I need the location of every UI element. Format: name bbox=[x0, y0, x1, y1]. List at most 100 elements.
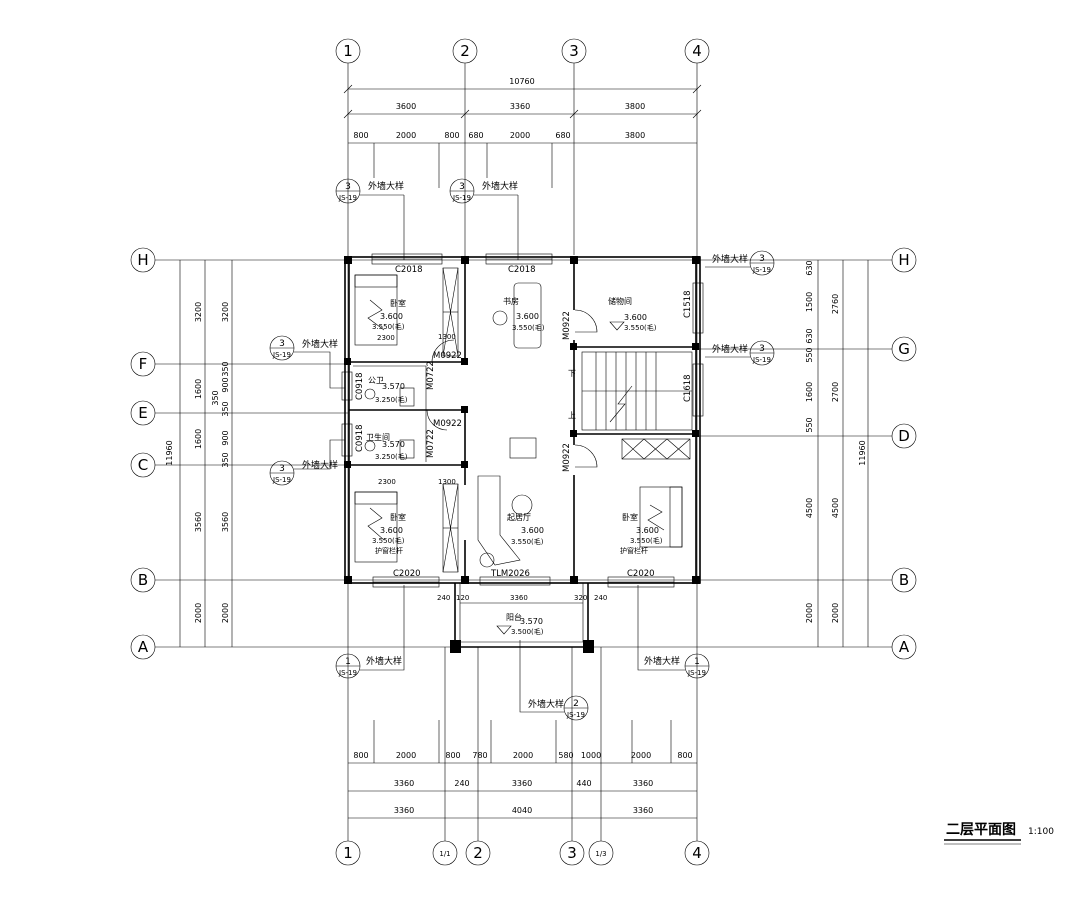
axis-left-B: B bbox=[138, 571, 148, 589]
ref-label: 外墙大样 bbox=[482, 180, 518, 192]
code-c2018-left: C2018 bbox=[395, 265, 423, 275]
room-labels: 卧室 3.600 3.550(毛) 2300 1300 书房 3.600 3.5… bbox=[366, 296, 663, 636]
top-dimensions: 10760 3600 3360 3800 800 2000 800 680 20… bbox=[343, 77, 702, 188]
detail-reference-7: 1 JS-19 外墙大样 bbox=[335, 585, 405, 679]
dim-bedroom-sw-2300: 2300 bbox=[378, 478, 396, 486]
dim-right-i1: 630 bbox=[805, 260, 814, 275]
dim-bot-r3-2: 4040 bbox=[512, 806, 532, 815]
dim-bot-r3-1: 3360 bbox=[394, 806, 414, 815]
dim-right-i5: 1600 bbox=[805, 382, 814, 402]
dim-bot-r1-6: 580 bbox=[558, 751, 573, 760]
axis-right-A: A bbox=[899, 638, 910, 656]
dim-top-r3-2: 2000 bbox=[396, 131, 416, 140]
level-bedroom-nw: 3.600 bbox=[380, 312, 403, 321]
axis-bubbles-left: H F E C B A bbox=[130, 247, 156, 660]
level-storage: 3.600 bbox=[624, 313, 647, 322]
dim-1300-upper: 1300 bbox=[438, 333, 456, 341]
dim-bot-r1-9: 800 bbox=[677, 751, 692, 760]
code-m0722-lower: M0722 bbox=[426, 429, 436, 458]
dim-bedroom-nw-2300: 2300 bbox=[377, 334, 395, 342]
dim-left-i6: 900 bbox=[221, 430, 230, 445]
dim-balcony-240-right: 240 bbox=[594, 594, 607, 602]
code-c2018-right: C2018 bbox=[508, 265, 536, 275]
level-bedroom-sw: 3.600 bbox=[380, 526, 403, 535]
ref-label: 外墙大样 bbox=[712, 253, 748, 265]
axis-left-A: A bbox=[138, 638, 149, 656]
level2-toilet1: 3.250(毛) bbox=[375, 395, 408, 404]
ref-num: 3 bbox=[459, 182, 465, 192]
ref-num: 3 bbox=[345, 182, 351, 192]
axis-top-3: 3 bbox=[569, 42, 579, 60]
dim-bot-r2-2: 240 bbox=[454, 779, 469, 788]
railing-se: 护窗栏杆 bbox=[620, 546, 648, 555]
room-toilet2: 卫生间 bbox=[366, 432, 390, 442]
railing-sw: 护窗栏杆 bbox=[375, 546, 403, 555]
ref-sheet: JS-19 bbox=[566, 711, 585, 719]
code-m0922-bedroom-se: M0922 bbox=[562, 443, 572, 472]
ref-label: 外墙大样 bbox=[528, 698, 564, 710]
dim-left-o4: 3560 bbox=[194, 512, 203, 532]
detail-reference-8: 1 JS-19 外墙大样 bbox=[637, 585, 710, 679]
level2-bedroom-sw: 3.550(毛) bbox=[372, 536, 405, 545]
level2-storage: 3.550(毛) bbox=[624, 323, 657, 332]
ref-sheet: JS-19 bbox=[338, 669, 357, 677]
dim-left-i5: 350 bbox=[221, 401, 230, 416]
dim-bot-r2-4: 440 bbox=[576, 779, 591, 788]
dim-top-r2-3: 3800 bbox=[625, 102, 645, 111]
dim-left-i8: 3560 bbox=[221, 512, 230, 532]
dim-left-i7: 350 bbox=[221, 452, 230, 467]
level-balcony: 3.570 bbox=[520, 617, 543, 626]
ref-sheet: JS-19 bbox=[452, 194, 471, 202]
dim-right-i4: 550 bbox=[805, 347, 814, 362]
dim-total-top: 10760 bbox=[509, 77, 534, 86]
level-bedroom-se: 3.600 bbox=[636, 526, 659, 535]
ref-num: 2 bbox=[573, 699, 579, 709]
room-living: 起居厅 bbox=[507, 513, 531, 522]
axis-right-H: H bbox=[898, 251, 909, 269]
room-bedroom-se: 卧室 bbox=[622, 512, 638, 522]
dim-left-i9: 2000 bbox=[221, 603, 230, 623]
dim-bot-r3-3: 3360 bbox=[633, 806, 653, 815]
code-c0918-upper: C0918 bbox=[355, 372, 365, 400]
ref-label: 外墙大样 bbox=[644, 655, 680, 667]
right-dimensions: 630 1500 630 550 1600 550 4500 2000 2760… bbox=[805, 260, 869, 647]
axis-top-4: 4 bbox=[692, 42, 702, 60]
code-m0922-upper: M0922 bbox=[433, 351, 462, 361]
dim-bot-r1-7: 1000 bbox=[581, 751, 601, 760]
dim-left-total: 11960 bbox=[165, 440, 174, 465]
axis-bottom-3: 3 bbox=[567, 844, 577, 862]
ref-num: 1 bbox=[694, 657, 700, 667]
code-c0918-lower: C0918 bbox=[355, 424, 365, 452]
room-bedroom-sw: 卧室 bbox=[390, 512, 406, 522]
level-living: 3.600 bbox=[521, 526, 544, 535]
walls bbox=[344, 256, 701, 584]
dim-right-o3: 4500 bbox=[831, 498, 840, 518]
code-m0922-storage: M0922 bbox=[562, 311, 572, 340]
dim-top-r3-4: 680 bbox=[468, 131, 483, 140]
dim-bot-r2-1: 3360 bbox=[394, 779, 414, 788]
detail-reference-2: 3 JS-19 外墙大样 bbox=[449, 178, 519, 260]
level-toilet1: 3.570 bbox=[382, 382, 405, 391]
dim-top-r3-7: 3800 bbox=[625, 131, 645, 140]
axis-bottom-1-3: 1/3 bbox=[595, 850, 606, 858]
dim-left-i4: 350 bbox=[211, 390, 220, 405]
code-m0922-lower: M0922 bbox=[433, 419, 462, 429]
ref-num: 1 bbox=[345, 657, 351, 667]
axis-bottom-1-1: 1/1 bbox=[439, 850, 450, 858]
dim-right-i3: 630 bbox=[805, 328, 814, 343]
axis-right-B: B bbox=[899, 571, 909, 589]
dim-right-o4: 2000 bbox=[831, 603, 840, 623]
window-openings bbox=[341, 253, 704, 588]
dim-bot-r1-5: 2000 bbox=[513, 751, 533, 760]
axis-bottom-4: 4 bbox=[692, 844, 702, 862]
bottom-dimensions: 800 2000 800 780 2000 580 1000 2000 800 … bbox=[348, 720, 697, 819]
axis-left-E: E bbox=[138, 404, 147, 422]
detail-reference-3: 3 JS-19 外墙大样 bbox=[705, 250, 775, 276]
axis-top-2: 2 bbox=[460, 42, 470, 60]
dim-bot-r1-4: 780 bbox=[472, 751, 487, 760]
drawing-title-block: 二层平面图 1:100 bbox=[944, 822, 1054, 845]
ref-label: 外墙大样 bbox=[368, 180, 404, 192]
axis-bottom-1: 1 bbox=[343, 844, 353, 862]
ref-sheet: JS-19 bbox=[687, 669, 706, 677]
axis-right-G: G bbox=[898, 340, 910, 358]
